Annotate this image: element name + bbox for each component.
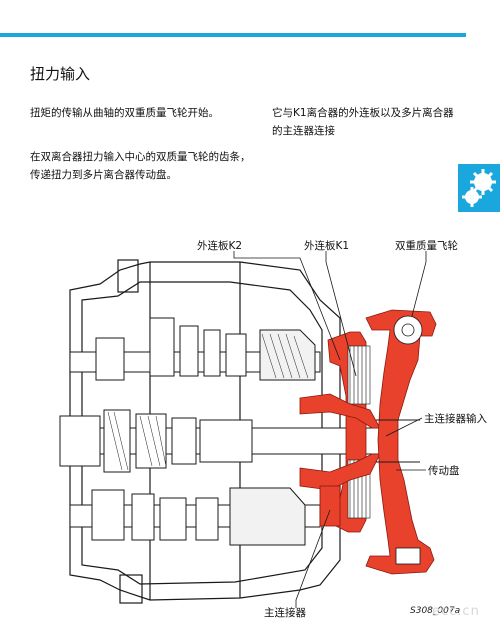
- paragraph-text: 扭矩的传输从曲轴的双重质量飞轮开始。: [30, 107, 219, 119]
- paragraph-line: 的主连器连接: [272, 125, 335, 137]
- paragraph-k1-connection: 它与K1离合器的外连板以及多片离合器 的主连器连接: [272, 104, 454, 140]
- label-dual-mass-flywheel: 双重质量飞轮: [395, 240, 458, 252]
- paragraph-line: 在双离合器扭力输入中心的双质量飞轮的齿条，: [30, 151, 251, 163]
- label-outer-plate-k1: 外连板K1: [304, 240, 350, 252]
- input-gear-teeth: [107, 411, 167, 471]
- main-hub: [299, 393, 381, 527]
- label-main-hub: 主连接器: [264, 607, 306, 619]
- chapter-tab: [458, 164, 500, 212]
- page-title: 扭力输入: [30, 65, 91, 83]
- leader-lines: [233, 251, 427, 608]
- upper-gear-teeth: [261, 333, 309, 379]
- paragraph-line: 它与K1离合器的外连板以及多片离合器: [272, 107, 454, 119]
- header-rule: [0, 33, 466, 37]
- gear-icon: [462, 169, 496, 207]
- figure-code: S308_007a: [410, 606, 461, 616]
- paragraph-torque-start: 扭矩的传输从曲轴的双重质量飞轮开始。: [30, 104, 219, 122]
- label-main-hub-input: 主连接器输入: [424, 413, 487, 425]
- label-drive-plate: 传动盘: [428, 465, 460, 477]
- drive-plate: [376, 419, 420, 463]
- paragraph-line: 传递扭力到多片离合器传动盘。: [30, 169, 177, 181]
- watermark: ecc.cn: [432, 604, 480, 619]
- upper-shaft: [69, 317, 321, 381]
- paragraph-dual-mass-flywheel: 在双离合器扭力输入中心的双质量飞轮的齿条， 传递扭力到多片离合器传动盘。: [30, 148, 251, 184]
- flywheel-damper: [393, 315, 423, 565]
- lower-shaft: [69, 487, 321, 546]
- label-outer-plate-k2: 外连板K2: [197, 240, 243, 252]
